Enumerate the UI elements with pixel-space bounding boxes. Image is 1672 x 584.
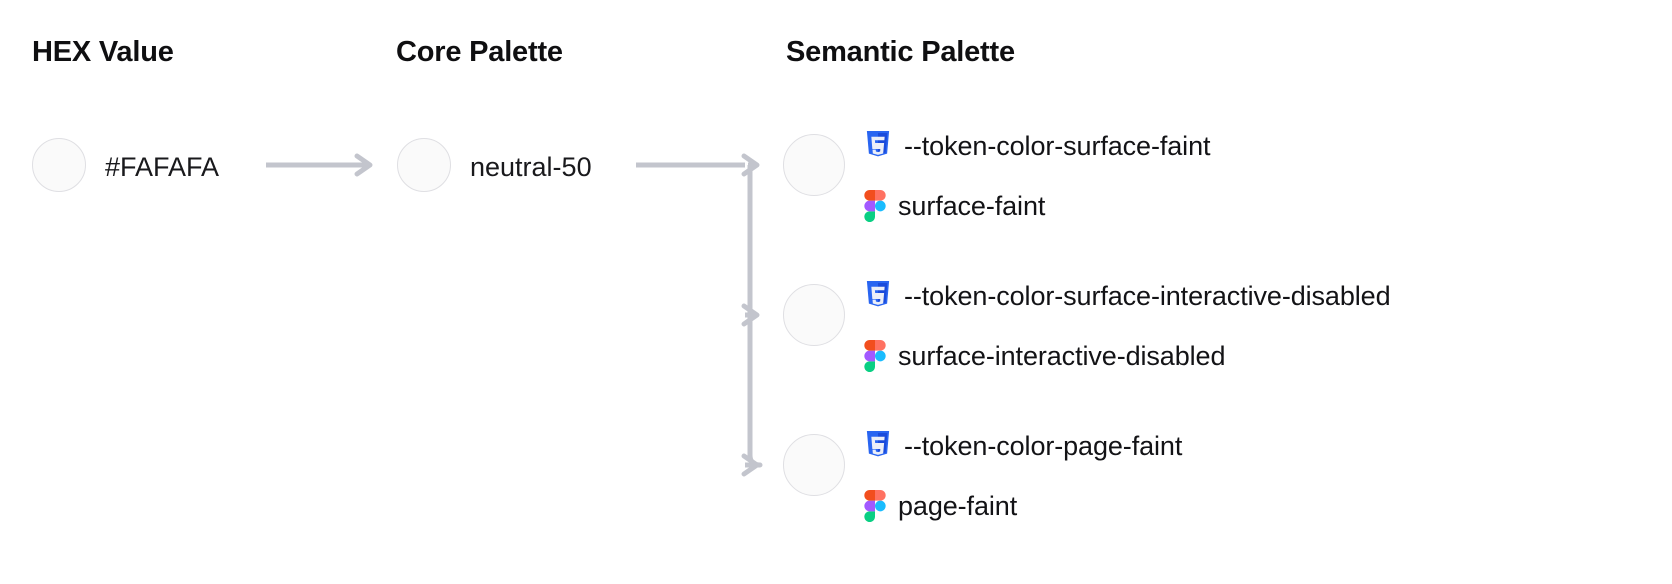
swatch-semantic-token-1 (783, 284, 845, 346)
swatch-semantic-token-2 (783, 434, 845, 496)
css-token-line: --token-color-page-faint (864, 416, 1182, 476)
column-heading-hex-value: HEX Value (32, 36, 174, 68)
column-heading-core-palette: Core Palette (396, 36, 563, 68)
semantic-token-row: --token-color-page-faint page-faint (864, 416, 1182, 536)
swatch-core-palette (397, 138, 451, 192)
figma-token-line: surface-faint (864, 176, 1210, 236)
css-token-line: --token-color-surface-faint (864, 116, 1211, 176)
arrow-core-to-semantic-branch (636, 156, 763, 474)
css-token-label: --token-color-surface-faint (904, 130, 1211, 161)
figma-token-label: surface-faint (898, 190, 1046, 221)
figma-icon (864, 340, 886, 372)
css3-icon (866, 431, 890, 457)
semantic-token-row: --token-color-surface-interactive-disabl… (864, 266, 1391, 386)
css-token-label: --token-color-page-faint (904, 430, 1183, 461)
figma-icon (864, 190, 886, 222)
column-heading-semantic-palette: Semantic Palette (786, 36, 1015, 68)
figma-token-line: page-faint (864, 476, 1182, 536)
figma-token-label: surface-interactive-disabled (898, 340, 1226, 371)
arrow-hex-to-core (266, 156, 370, 174)
core-palette-label: neutral-50 (470, 152, 592, 182)
figma-token-label: page-faint (898, 490, 1018, 521)
swatch-hex-value (32, 138, 86, 192)
figma-token-line: surface-interactive-disabled (864, 326, 1391, 386)
swatch-semantic-token-0 (783, 134, 845, 196)
css3-icon (866, 131, 890, 157)
css-token-label: --token-color-surface-interactive-disabl… (904, 280, 1391, 311)
hex-value-label: #FAFAFA (105, 152, 220, 182)
semantic-token-row: --token-color-surface-faint surface-fain… (864, 116, 1211, 236)
css3-icon (866, 281, 890, 307)
figma-icon (864, 490, 886, 522)
css-token-line: --token-color-surface-interactive-disabl… (864, 266, 1391, 326)
